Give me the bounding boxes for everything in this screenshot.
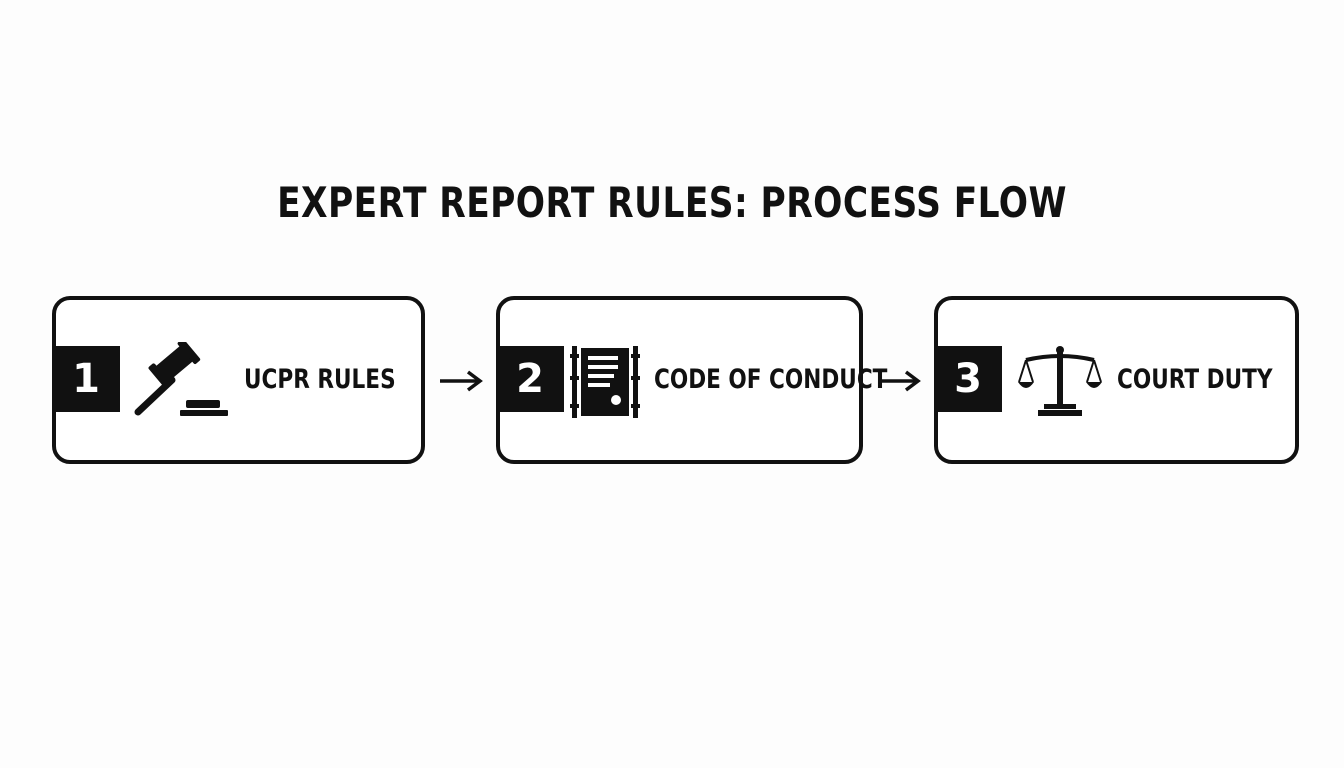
arrow-right-icon [876,366,922,400]
gavel-icon [132,339,232,422]
step-label: CODE OF CONDUCT [654,364,888,395]
scroll-document-icon [570,342,640,426]
arrow-right-icon [438,366,484,400]
step-ucpr-rules: 1 UCPR RULES [52,296,425,464]
step-label: COURT DUTY [1117,364,1273,395]
step-code-of-conduct: 2 CODE OF CONDUCT [496,296,887,464]
step-number: 2 [496,346,564,412]
diagram-title: EXPERT REPORT RULES: PROCESS FLOW [277,178,1067,227]
step-number: 3 [934,346,1002,412]
step-label: UCPR RULES [244,364,396,395]
scales-of-justice-icon [1018,342,1102,422]
step-court-duty: 3 COURT DUTY [934,296,1299,464]
step-number: 1 [52,346,120,412]
